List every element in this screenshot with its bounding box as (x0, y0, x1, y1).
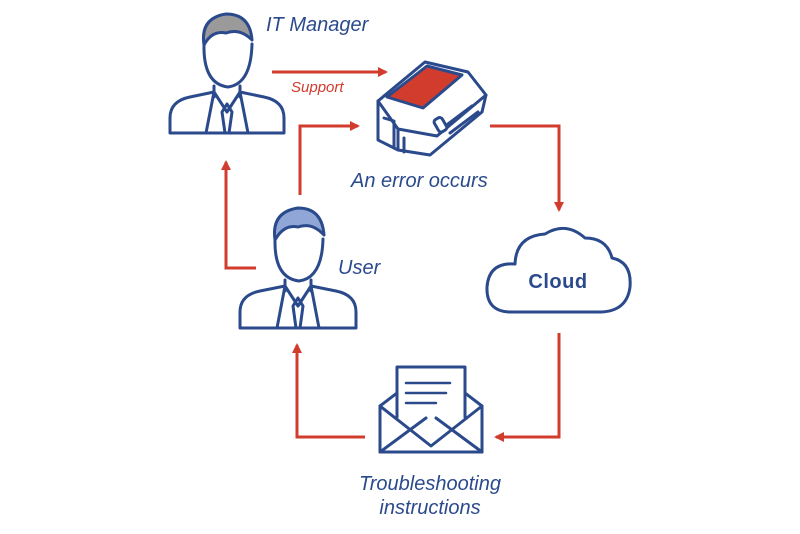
support-label: Support (291, 79, 344, 96)
cloud-to-envelope-arrow (494, 333, 561, 442)
user-person-icon (238, 206, 358, 330)
cloud-label: Cloud (528, 271, 588, 293)
troubleshooting-label: Troubleshooting instructions (359, 473, 501, 519)
machine-icon (376, 60, 488, 157)
user-to-manager-arrow (221, 160, 256, 270)
arrows (221, 67, 564, 442)
error-label: An error occurs (351, 170, 488, 192)
cloud-icon (485, 226, 632, 314)
envelope-icon (378, 365, 484, 454)
user-label: User (338, 257, 381, 279)
envelope-to-user-arrow (292, 343, 365, 439)
user-to-error-arrow (298, 121, 360, 195)
it-manager-label: IT Manager (266, 14, 369, 36)
error-to-cloud-arrow (490, 124, 564, 212)
it-manager-person-icon (168, 12, 286, 135)
